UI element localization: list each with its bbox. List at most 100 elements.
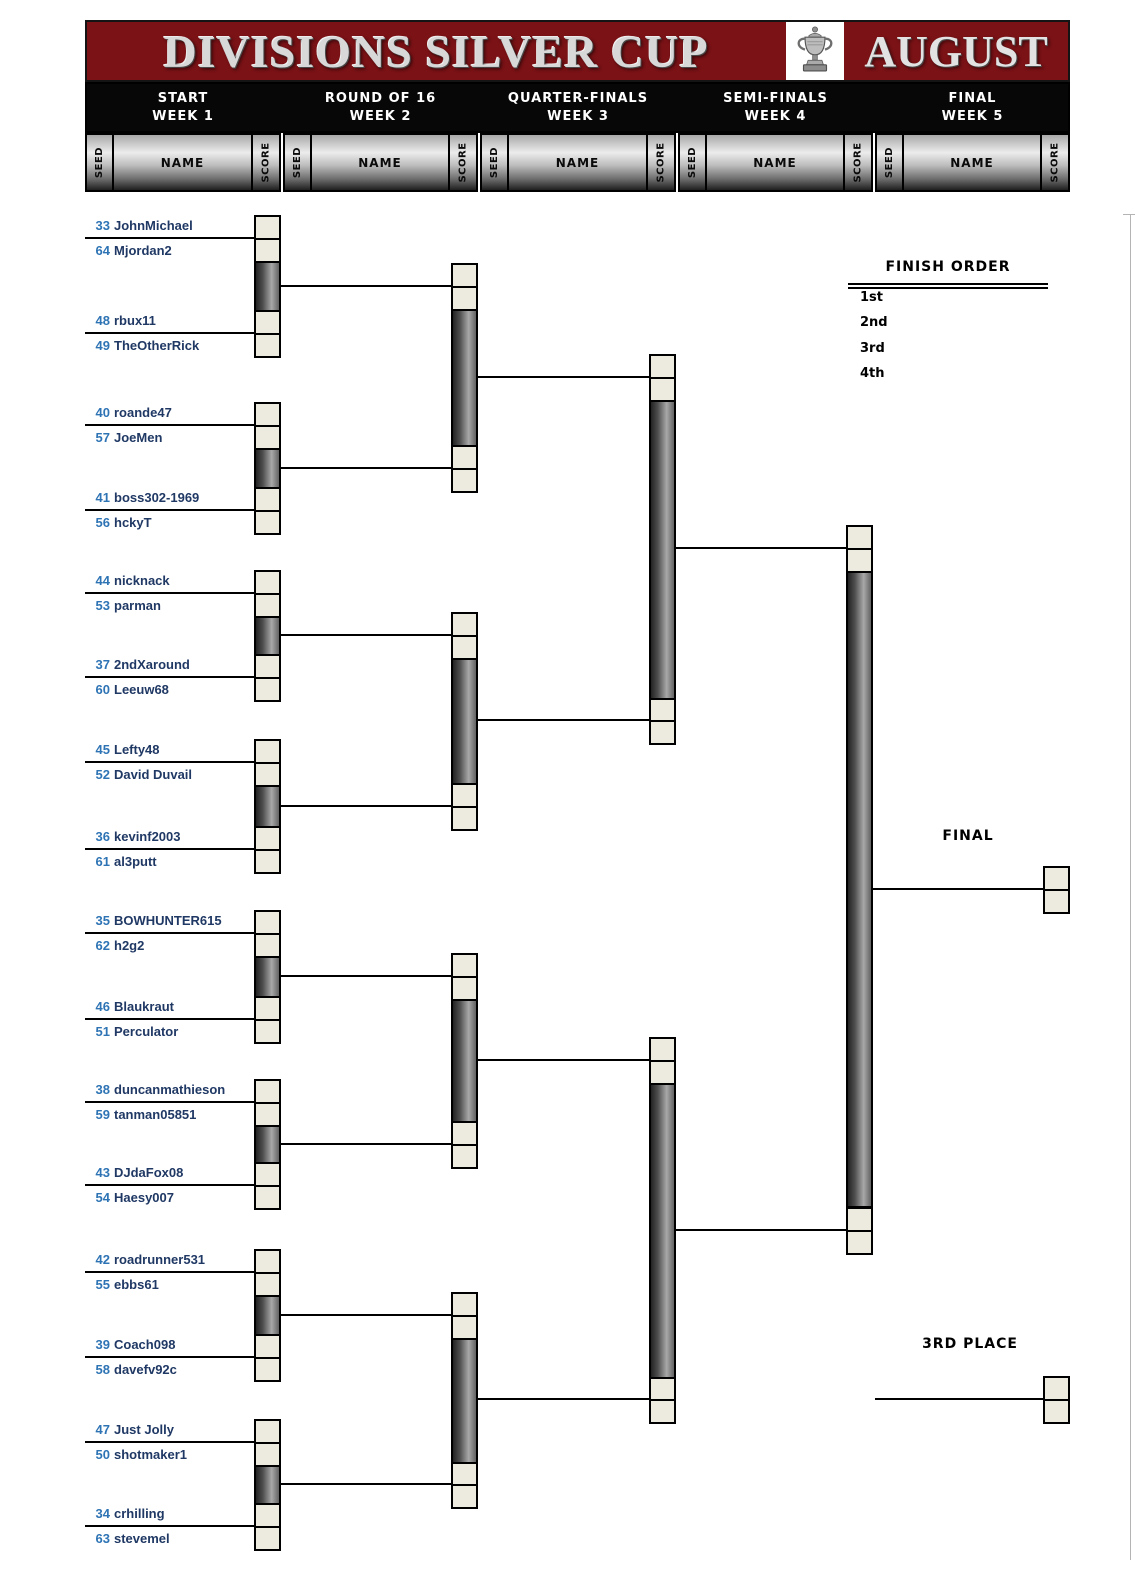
score-cell-r1-13a[interactable] bbox=[254, 1334, 281, 1359]
score-cell-r3-0b[interactable] bbox=[649, 377, 676, 402]
score-cell-r2-6b[interactable] bbox=[451, 1315, 478, 1340]
bracket-bar bbox=[451, 1338, 478, 1464]
score-cell-r1-4a[interactable] bbox=[254, 570, 281, 595]
bracket-bar bbox=[846, 571, 873, 1208]
score-cell-r1-9a[interactable] bbox=[254, 996, 281, 1021]
score-cell-r1-11b[interactable] bbox=[254, 1185, 281, 1210]
score-cell-r3-2b[interactable] bbox=[649, 1060, 676, 1085]
score-cell-r3-0a[interactable] bbox=[649, 354, 676, 379]
match-line bbox=[85, 676, 256, 678]
score-cell-r3-3b[interactable] bbox=[649, 1399, 676, 1424]
stage-week: WEEK 1 bbox=[152, 109, 214, 124]
player-seed: 36 bbox=[95, 829, 110, 844]
score-cell-r1-11a[interactable] bbox=[254, 1162, 281, 1187]
score-cell-r1-6a[interactable] bbox=[254, 739, 281, 764]
score-cell-r1-12b[interactable] bbox=[254, 1272, 281, 1297]
score-cell-r5-0b[interactable] bbox=[1043, 889, 1070, 914]
score-cell-r1-5a[interactable] bbox=[254, 654, 281, 679]
connector-line bbox=[674, 547, 848, 549]
match-line bbox=[85, 1356, 256, 1358]
score-cell-r2-2b[interactable] bbox=[451, 635, 478, 660]
connector-line bbox=[279, 467, 453, 469]
stage-name: FINAL bbox=[948, 91, 997, 106]
bracket-bar bbox=[254, 785, 281, 828]
connector-line bbox=[476, 1059, 651, 1061]
score-cell-r1-0b[interactable] bbox=[254, 238, 281, 263]
player-name: hckyT bbox=[114, 515, 152, 530]
score-cell-r1-6b[interactable] bbox=[254, 762, 281, 787]
score-cell-r1-8a[interactable] bbox=[254, 910, 281, 935]
score-cell-r2-3b[interactable] bbox=[451, 806, 478, 831]
player-seed: 55 bbox=[95, 1277, 110, 1292]
stage-week: WEEK 4 bbox=[744, 109, 807, 124]
score-cell-r1-13b[interactable] bbox=[254, 1357, 281, 1382]
score-cell-r3-1b[interactable] bbox=[649, 720, 676, 745]
score-cell-r2-2a[interactable] bbox=[451, 612, 478, 637]
score-cell-r1-1b[interactable] bbox=[254, 333, 281, 358]
score-cell-r1-9b[interactable] bbox=[254, 1019, 281, 1044]
bracket-bar bbox=[254, 261, 281, 312]
score-cell-r3-3a[interactable] bbox=[649, 1376, 676, 1401]
score-cell-r5-1a[interactable] bbox=[1043, 1376, 1070, 1401]
score-cell-r1-2b[interactable] bbox=[254, 425, 281, 450]
score-cell-r1-2a[interactable] bbox=[254, 402, 281, 427]
score-cell-r2-5a[interactable] bbox=[451, 1121, 478, 1146]
score-header: SCORE bbox=[646, 135, 674, 190]
player-name: shotmaker1 bbox=[114, 1447, 187, 1462]
bracket-bar bbox=[451, 309, 478, 447]
score-cell-r2-3a[interactable] bbox=[451, 783, 478, 808]
player-name: Just Jolly bbox=[114, 1422, 174, 1437]
seed-header: SEED bbox=[877, 135, 904, 190]
score-cell-r2-1a[interactable] bbox=[451, 445, 478, 470]
match-line bbox=[85, 1525, 256, 1527]
score-cell-r2-0a[interactable] bbox=[451, 263, 478, 288]
score-cell-r2-7a[interactable] bbox=[451, 1461, 478, 1486]
score-cell-r4-0b[interactable] bbox=[846, 548, 873, 573]
score-cell-r2-1b[interactable] bbox=[451, 468, 478, 493]
score-cell-r4-0a[interactable] bbox=[846, 525, 873, 550]
score-cell-r1-10a[interactable] bbox=[254, 1079, 281, 1104]
score-cell-r2-0b[interactable] bbox=[451, 286, 478, 311]
tournament-title: DIVISIONS SILVER CUP bbox=[163, 25, 709, 77]
bracket-bar bbox=[254, 956, 281, 998]
score-cell-r1-4b[interactable] bbox=[254, 593, 281, 618]
score-cell-r1-14b[interactable] bbox=[254, 1442, 281, 1467]
score-cell-r1-3b[interactable] bbox=[254, 510, 281, 535]
finish-order-underline bbox=[848, 287, 1048, 289]
player-seed: 38 bbox=[95, 1082, 110, 1097]
score-cell-r1-15b[interactable] bbox=[254, 1526, 281, 1551]
score-cell-r1-7b[interactable] bbox=[254, 849, 281, 874]
score-cell-r1-5b[interactable] bbox=[254, 677, 281, 702]
score-cell-r2-4b[interactable] bbox=[451, 976, 478, 1001]
player-seed: 61 bbox=[95, 854, 110, 869]
score-cell-r2-6a[interactable] bbox=[451, 1292, 478, 1317]
score-header: SCORE bbox=[448, 135, 476, 190]
score-cell-r2-4a[interactable] bbox=[451, 953, 478, 978]
score-cell-r1-15a[interactable] bbox=[254, 1503, 281, 1528]
score-cell-r3-2a[interactable] bbox=[649, 1037, 676, 1062]
player-name: rbux11 bbox=[114, 313, 156, 328]
score-cell-r1-14a[interactable] bbox=[254, 1419, 281, 1444]
score-cell-r5-0a[interactable] bbox=[1043, 866, 1070, 891]
score-cell-r1-12a[interactable] bbox=[254, 1249, 281, 1274]
score-cell-r2-7b[interactable] bbox=[451, 1484, 478, 1509]
score-header-label: SCORE bbox=[1049, 142, 1061, 183]
stage-week: WEEK 5 bbox=[941, 109, 1004, 124]
score-cell-r1-7a[interactable] bbox=[254, 826, 281, 851]
score-cell-r1-1a[interactable] bbox=[254, 310, 281, 335]
player-seed: 51 bbox=[95, 1024, 110, 1039]
player-name: crhilling bbox=[114, 1506, 165, 1521]
seed-header-label: SEED bbox=[489, 146, 501, 179]
score-cell-r1-8b[interactable] bbox=[254, 933, 281, 958]
score-cell-r1-10b[interactable] bbox=[254, 1102, 281, 1127]
score-cell-r1-3a[interactable] bbox=[254, 487, 281, 512]
score-cell-r4-1b[interactable] bbox=[846, 1230, 873, 1255]
score-cell-r3-1a[interactable] bbox=[649, 697, 676, 722]
name-header: NAME bbox=[753, 155, 797, 170]
score-cell-r5-1b[interactable] bbox=[1043, 1399, 1070, 1424]
score-cell-r2-5b[interactable] bbox=[451, 1144, 478, 1169]
score-cell-r1-0a[interactable] bbox=[254, 215, 281, 240]
final-label: FINAL bbox=[942, 828, 994, 844]
score-cell-r4-1a[interactable] bbox=[846, 1207, 873, 1232]
